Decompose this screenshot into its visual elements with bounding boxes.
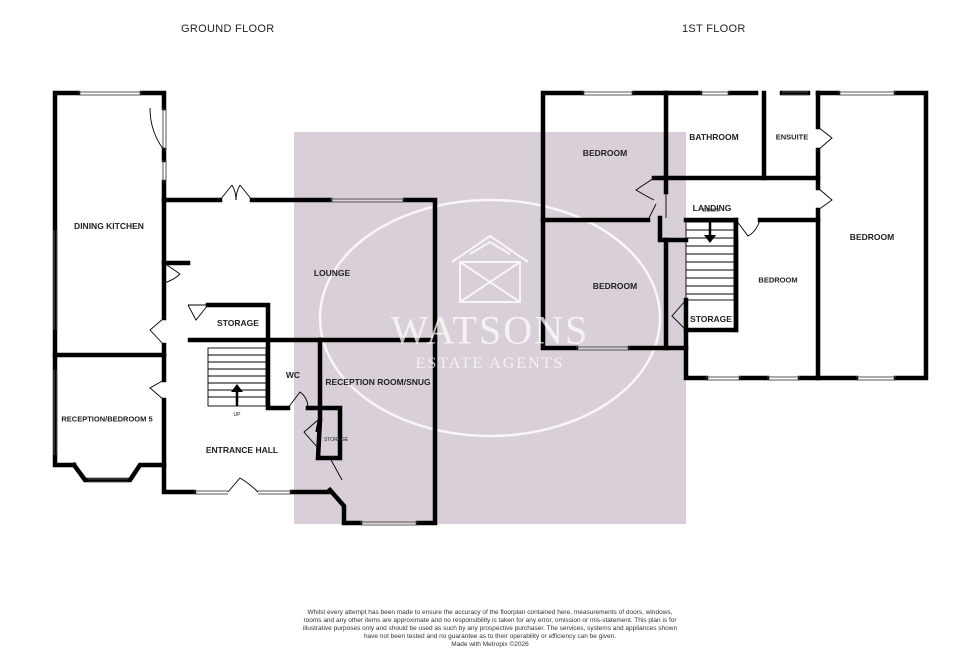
room-label-bedroom-top-left: BEDROOM [582,148,628,158]
room-label-reception-bedroom5: RECEPTION/BEDROOM 5 [61,414,153,424]
watermark-subtitle: ESTATE AGENTS [415,355,565,372]
watermark-panel [294,132,686,524]
room-label-bathroom: BATHROOM [689,132,739,142]
room-label-bedroom-right: BEDROOM [849,232,895,242]
room-label-bedroom-center: BEDROOM [758,275,798,285]
disclaimer: Whilst every attempt has been made to en… [300,609,680,649]
first-floor-doors [635,126,833,331]
room-label-lounge: LOUNGE [313,268,351,278]
first-stair-arrow-icon [704,222,716,243]
room-label-storage-small: STORAGE [323,437,349,443]
disclaimer-text: Whilst every attempt has been made to en… [302,609,678,640]
room-label-storage: STORAGE [217,318,259,328]
ground-floor-title: GROUND FLOOR [181,23,275,35]
room-label-ensuite: ENSUITE [775,132,809,142]
watermark-ellipse [318,198,662,438]
ground-floor-windows [53,91,418,526]
watermark-title: WATSONS [390,307,590,353]
room-label-landing: LANDING [692,203,732,213]
room-label-dining-kitchen: DINING KITCHEN [74,221,144,231]
first-floor-windows [576,91,896,381]
ground-stair-arrow-icon [231,384,243,406]
room-label-reception-snug: RECEPTION ROOM/SNUG [325,377,431,387]
ground-floor-doors [149,107,343,493]
disclaimer-credit: Made with Metropix ©2026 [451,641,529,648]
room-label-wc: WC [285,370,301,380]
stair-label-down: DOWN [703,208,719,214]
first-floor-title: 1ST FLOOR [682,23,746,35]
first-floor-walls [540,90,929,381]
room-label-first-storage: STORAGE [690,314,732,324]
room-label-entrance-hall: ENTRANCE HALL [205,445,279,455]
watermark-house-icon [451,234,529,303]
stair-label-up: UP [233,412,241,418]
ground-floor-walls [52,90,438,526]
room-label-bedroom-mid-left: BEDROOM [592,281,638,291]
